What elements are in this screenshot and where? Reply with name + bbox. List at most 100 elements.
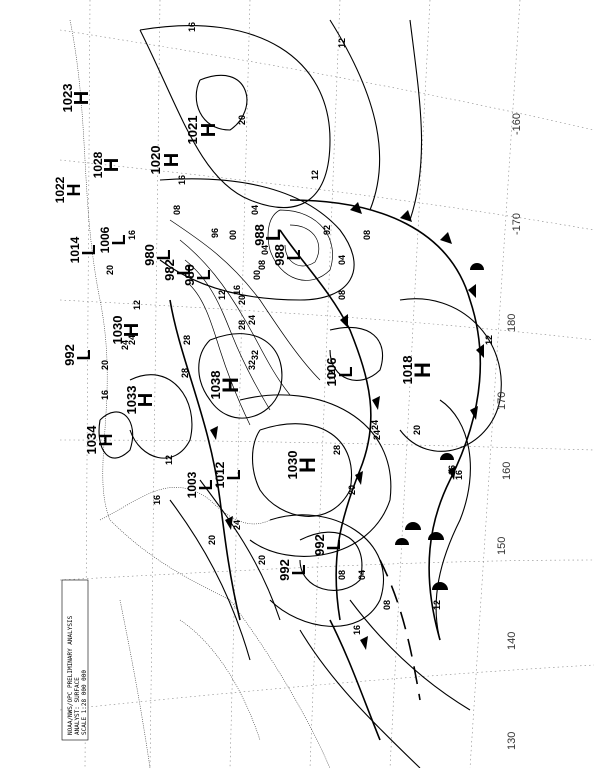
isobar-label: 28	[180, 368, 190, 378]
isobar-label: 12	[164, 455, 174, 465]
longitude-label: -160	[511, 113, 523, 135]
isobar-label: 12	[484, 335, 494, 345]
isobar-label: 24	[372, 430, 382, 440]
isobar-label: 12	[132, 300, 142, 310]
coastlines	[69, 19, 331, 768]
longitude-label: 170	[496, 392, 508, 410]
center-pressure: 1022	[53, 176, 67, 203]
center-pressure: 982	[162, 259, 177, 281]
caption-line: SCALE 1:28 000 000	[81, 670, 88, 735]
isobar-label: 96	[210, 228, 220, 238]
isobar-label: 24	[120, 340, 130, 350]
isobar-label: 04	[337, 255, 347, 265]
center-type: L	[196, 480, 216, 491]
center-pressure: 980	[142, 244, 157, 266]
center-type: H	[121, 323, 143, 337]
isobar-label: 20	[347, 485, 357, 495]
isobar-label: 32	[247, 360, 257, 370]
isobar-label: 24	[127, 335, 137, 345]
center-type: H	[135, 393, 157, 407]
isobar-label: 00	[228, 230, 238, 240]
center-type: L	[324, 540, 344, 551]
isobar-label: 08	[382, 600, 392, 610]
isobar-label: 08	[337, 570, 347, 580]
center-type: L	[336, 367, 356, 378]
center-pressure: 980	[182, 264, 197, 286]
isobar-label: 24	[232, 520, 242, 530]
center-type: H	[410, 362, 435, 378]
isobar-label: 12	[432, 600, 442, 610]
isobar-label: 32	[250, 350, 260, 360]
isobar-label: 12	[217, 290, 227, 300]
cold-front-barbs	[210, 202, 484, 650]
isobar-label: 16	[454, 470, 464, 480]
longitude-label: -170	[511, 213, 523, 235]
isobar-label: 04	[250, 205, 260, 215]
isobar-label: 28	[332, 445, 342, 455]
fronts	[169, 199, 484, 741]
center-type: L	[74, 350, 94, 361]
isobar-label: 24	[370, 420, 380, 430]
isobar-label: 16	[177, 175, 187, 185]
isobars	[98, 19, 502, 768]
center-type: H	[295, 457, 320, 473]
center-type: H	[64, 184, 84, 197]
longitude-label: 180	[506, 314, 518, 332]
isobar-label: 20	[237, 295, 247, 305]
center-pressure: 1020	[148, 146, 163, 175]
center-type: L	[174, 265, 194, 276]
isobar-label: 08	[337, 290, 347, 300]
isobar-label: 20	[105, 265, 115, 275]
center-pressure: 988	[252, 224, 267, 246]
isobar-label: 08	[362, 230, 372, 240]
isobar-label: 16	[352, 625, 362, 635]
center-pressure: 1028	[91, 151, 105, 178]
center-type: H	[96, 434, 116, 447]
longitude-label: 160	[501, 462, 513, 480]
center-type: L	[194, 270, 214, 281]
center-pressure: 1006	[98, 226, 112, 253]
isobar-label: 08	[172, 205, 182, 215]
center-type: H	[101, 158, 123, 172]
isobar-label: 12	[337, 38, 347, 48]
center-type: L	[154, 250, 174, 261]
center-type: L	[284, 250, 304, 261]
center-pressure: 992	[62, 344, 77, 366]
isobar-label: 20	[100, 360, 110, 370]
center-pressure: 1018	[400, 356, 415, 385]
center-pressure: 992	[312, 534, 327, 556]
center-pressure: 1006	[324, 358, 339, 387]
isobar-label: 04	[260, 245, 270, 255]
center-type: H	[198, 123, 220, 137]
longitude-label: 140	[506, 632, 518, 650]
isobar-labels: 16 12 20 16 08 12 04 08 00 96 92 04 08 1…	[100, 22, 494, 635]
isobar-label: 00	[252, 270, 262, 280]
caption-line: NOAA/NWS/OPC PRELIMINARY ANALYSIS	[67, 615, 74, 735]
isobar-label: 12	[310, 170, 320, 180]
isobar-label: 20	[237, 115, 247, 125]
center-pressure: 988	[272, 244, 287, 266]
center-pressure: 1012	[213, 461, 227, 488]
center-pressure: 1021	[185, 116, 200, 145]
longitude-label: 130	[506, 732, 518, 750]
isobar-label: 16	[127, 230, 137, 240]
isobar-label: 12	[327, 370, 337, 380]
